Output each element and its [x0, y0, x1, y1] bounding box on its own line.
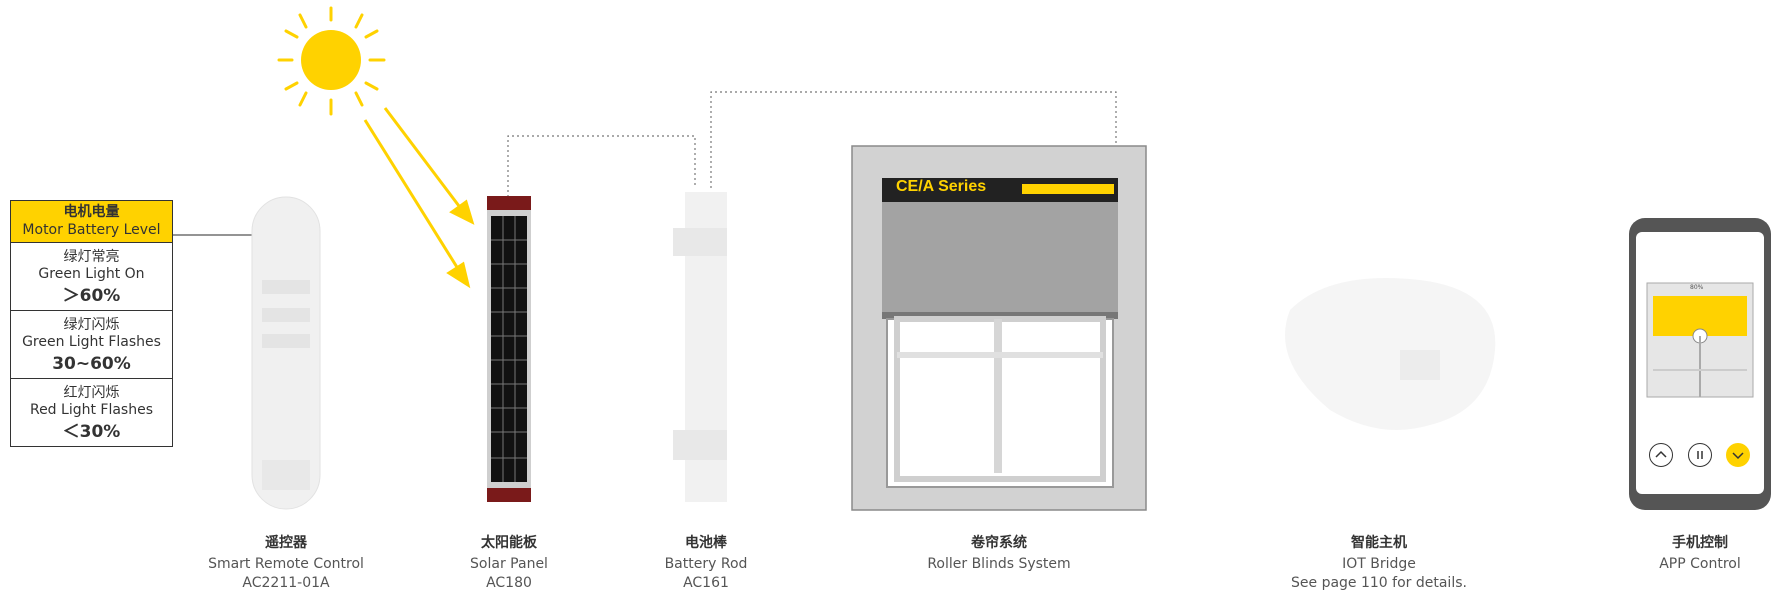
caption-en: Battery Rod — [664, 556, 748, 572]
smartphone-icon — [1629, 218, 1771, 510]
battery-rod-icon — [673, 192, 727, 502]
caption-zh: 太阳能板 — [481, 535, 537, 551]
sun-icon — [277, 6, 386, 116]
caption-battery-rod: 电池棒 Battery Rod AC161 — [596, 534, 816, 593]
legend-row-en: Green Light On — [38, 266, 145, 282]
caption-solar-panel: 太阳能板 Solar Panel AC180 — [399, 534, 619, 593]
legend-row-value: ＜30% — [62, 422, 121, 442]
app-pause-button[interactable] — [1688, 443, 1712, 467]
app-down-button[interactable] — [1726, 443, 1750, 467]
battery-level-legend: 电机电量 Motor Battery Level 绿灯常亮 Green Ligh… — [10, 200, 173, 447]
caption-model: AC2211-01A — [242, 575, 330, 591]
app-up-button[interactable] — [1649, 443, 1673, 467]
caption-iot-bridge: 智能主机 IOT Bridge See page 110 for details… — [1269, 534, 1489, 593]
legend-row-zh: 红灯闪烁 — [63, 385, 120, 401]
caption-en: IOT Bridge — [1342, 556, 1416, 572]
roller-blind-window-icon — [851, 145, 1147, 511]
blinds-series-label: CE/A Series — [896, 178, 987, 195]
remote-control-icon — [251, 196, 321, 510]
caption-remote: 遥控器 Smart Remote Control AC2211-01A — [176, 534, 396, 593]
caption-en: APP Control — [1659, 556, 1741, 572]
solar-panel-icon — [487, 196, 531, 502]
legend-title-zh: 电机电量 — [63, 204, 120, 220]
legend-row: 绿灯常亮 Green Light On ＞60% — [11, 243, 172, 311]
connection-lines — [507, 91, 1117, 197]
caption-en: Smart Remote Control — [208, 556, 364, 572]
chevron-up-icon — [1655, 450, 1667, 458]
caption-en: Roller Blinds System — [927, 556, 1071, 572]
sun-ray-arrows — [363, 107, 475, 289]
legend-row-en: Green Light Flashes — [22, 334, 161, 350]
legend-row: 红灯闪烁 Red Light Flashes ＜30% — [11, 379, 172, 446]
iot-bridge-icon — [1285, 278, 1496, 430]
legend-header: 电机电量 Motor Battery Level — [11, 201, 172, 243]
legend-row-zh: 绿灯常亮 — [63, 249, 120, 265]
chevron-down-icon — [1732, 452, 1744, 460]
caption-zh: 电池棒 — [685, 535, 727, 551]
legend-title-en: Motor Battery Level — [22, 222, 161, 238]
legend-row-value: ＞60% — [62, 286, 121, 306]
app-percent-label: 80% — [1690, 284, 1704, 291]
caption-zh: 卷帘系统 — [971, 535, 1027, 551]
caption-model: AC161 — [683, 575, 729, 591]
caption-model: See page 110 for details. — [1291, 575, 1467, 591]
caption-zh: 智能主机 — [1351, 535, 1407, 551]
legend-row: 绿灯闪烁 Green Light Flashes 30~60% — [11, 311, 172, 379]
caption-zh: 手机控制 — [1672, 535, 1728, 551]
legend-row-en: Red Light Flashes — [29, 402, 154, 418]
caption-en: Solar Panel — [470, 556, 548, 572]
caption-model: AC180 — [486, 575, 532, 591]
caption-app-control: 手机控制 APP Control — [1590, 534, 1776, 574]
pause-icon — [1697, 451, 1703, 459]
legend-row-zh: 绿灯闪烁 — [63, 317, 120, 333]
caption-roller-blinds: 卷帘系统 Roller Blinds System — [889, 534, 1109, 574]
legend-row-value: 30~60% — [52, 354, 131, 374]
caption-zh: 遥控器 — [265, 535, 307, 551]
